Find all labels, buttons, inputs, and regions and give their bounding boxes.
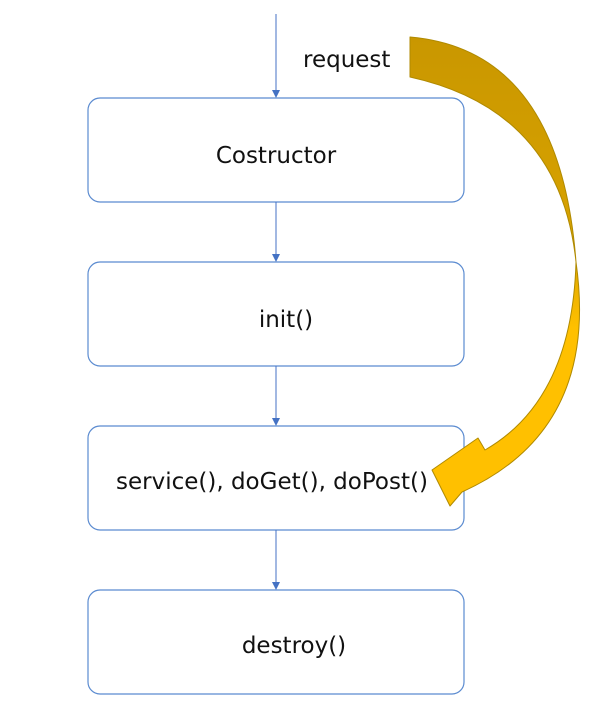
request-label: request	[303, 47, 390, 73]
curved-request-arrow	[409, 36, 580, 507]
curved-arrow-icon	[409, 36, 580, 507]
connector-service-to-destroy	[272, 530, 280, 590]
connector-init-to-service	[272, 366, 280, 426]
node-destroy-box	[87, 589, 465, 695]
node-init-label: init()	[259, 307, 313, 333]
node-constructor: Costructor	[87, 97, 465, 203]
node-init: init()	[87, 261, 465, 367]
node-destroy: destroy()	[87, 589, 465, 695]
node-constructor-label: Costructor	[216, 143, 337, 169]
node-destroy-label: destroy()	[242, 633, 346, 659]
incoming-request-connector	[272, 14, 280, 98]
node-service-label: service(), doGet(), doPost()	[116, 469, 428, 495]
connector-constructor-to-init	[272, 202, 280, 262]
node-service: service(), doGet(), doPost()	[87, 425, 465, 531]
